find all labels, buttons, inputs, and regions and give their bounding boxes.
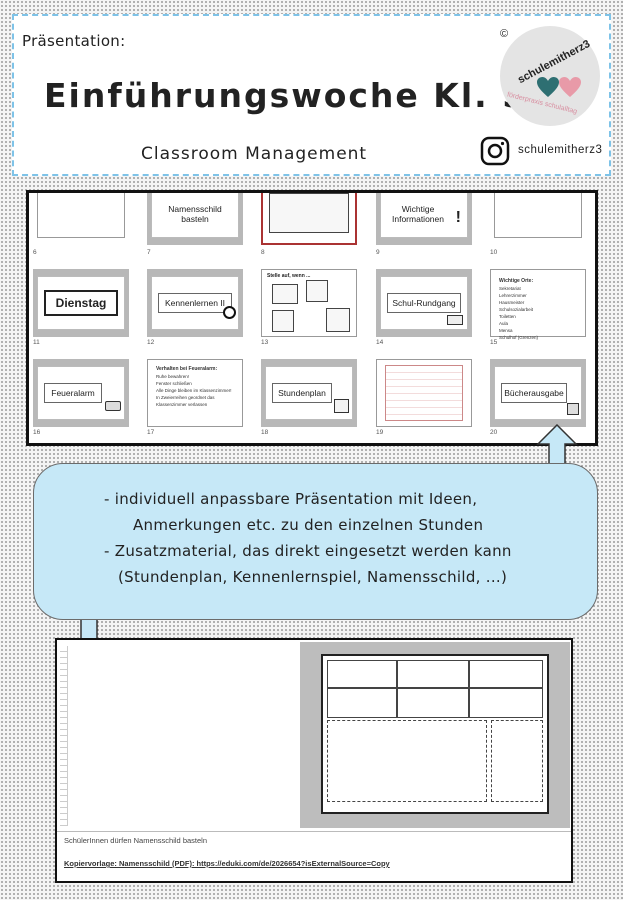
slide-title: Stelle auf, wenn ... bbox=[267, 273, 311, 279]
slide-thumbnail[interactable]: Namensschild basteln bbox=[147, 193, 243, 245]
slide-number: 8 bbox=[261, 249, 265, 256]
slide-number: 9 bbox=[376, 249, 380, 256]
slide-sorter-screenshot: 6 Namensschild basteln 7 8 Wichtige Info… bbox=[26, 190, 598, 446]
slide-number: 14 bbox=[376, 339, 384, 346]
brand-logo bbox=[500, 26, 600, 126]
page-subtitle: Classroom Management bbox=[141, 144, 368, 164]
slide-thumbnail[interactable]: Stelle auf, wenn ... bbox=[261, 269, 357, 337]
page-title: Einführungswoche Kl. 5 bbox=[44, 76, 528, 115]
slide-thumbnail[interactable]: Verhalten bei Feueralarm: Ruhe bewahren!… bbox=[147, 359, 243, 427]
heart-pink-icon bbox=[559, 77, 581, 97]
slide-number: 18 bbox=[261, 429, 269, 436]
slide-title: Wichtige Informationen bbox=[385, 200, 451, 228]
vertical-ruler bbox=[60, 646, 68, 826]
presentation-label: Präsentation: bbox=[22, 32, 126, 50]
slide-title: Feueralarm bbox=[44, 383, 102, 403]
slide-number: 6 bbox=[33, 249, 37, 256]
slide-title: Dienstag bbox=[44, 290, 118, 316]
slide-thumbnail[interactable]: Schul-Rundgang bbox=[376, 269, 472, 337]
divider bbox=[57, 831, 571, 832]
illustration bbox=[272, 310, 294, 332]
school-building-icon bbox=[447, 315, 463, 325]
slide-thumbnail[interactable] bbox=[33, 193, 129, 245]
circle-icon bbox=[223, 306, 236, 319]
feature-line-1: - individuell anpassbare Präsentation mi… bbox=[104, 490, 478, 508]
copyright-mark: © bbox=[500, 28, 509, 40]
slide-title: Stundenplan bbox=[272, 383, 332, 403]
feature-callout: - individuell anpassbare Präsentation mi… bbox=[33, 463, 598, 620]
slide-title: Namensschild basteln bbox=[158, 200, 232, 228]
slide-thumbnail[interactable]: Kennenlernen II bbox=[147, 269, 243, 337]
slide-thumbnail[interactable]: Dienstag bbox=[33, 269, 129, 337]
calendar-icon bbox=[334, 399, 349, 413]
timetable-preview bbox=[385, 365, 463, 421]
slide-number: 10 bbox=[490, 249, 498, 256]
slide-bullet-list: Wichtige Orte: Sekretariat Lehrerzimmer … bbox=[499, 278, 539, 340]
slide-number: 16 bbox=[33, 429, 41, 436]
slide-thumbnail-selected[interactable] bbox=[261, 193, 357, 245]
slide-number: 13 bbox=[261, 339, 269, 346]
template-link[interactable]: Kopiervorlage: Namensschild (PDF): https… bbox=[64, 859, 390, 868]
slide-thumbnail[interactable]: Bücherausgabe bbox=[490, 359, 586, 427]
slide-number: 15 bbox=[490, 339, 498, 346]
slide-title: Schul-Rundgang bbox=[387, 293, 461, 313]
name-tag-template bbox=[321, 654, 549, 814]
slide-number: 17 bbox=[147, 429, 155, 436]
slide-title: Bücherausgabe bbox=[501, 383, 567, 403]
slide-number: 11 bbox=[33, 339, 40, 346]
instagram-handle[interactable]: schulemitherz3 bbox=[518, 144, 603, 156]
slide-title: Kennenlernen II bbox=[158, 293, 232, 313]
illustration bbox=[272, 284, 298, 304]
slide-number: 12 bbox=[147, 339, 155, 346]
slide-bullet-list: Verhalten bei Feueralarm: Ruhe bewahren!… bbox=[156, 366, 232, 407]
slide-thumbnail[interactable]: Feueralarm bbox=[33, 359, 129, 427]
illustration bbox=[306, 280, 328, 302]
heart-teal-icon bbox=[537, 77, 559, 97]
feature-line-3: - Zusatzmaterial, das direkt eingesetzt … bbox=[104, 542, 512, 560]
slide-thumbnail[interactable] bbox=[376, 359, 472, 427]
exclamation-icon: ! bbox=[455, 209, 461, 226]
instagram-icon[interactable] bbox=[480, 136, 510, 166]
slide-number: 19 bbox=[376, 429, 384, 436]
slide-thumbnail[interactable]: Wichtige Informationen ! bbox=[376, 193, 472, 245]
illustration bbox=[326, 308, 350, 332]
slide-number: 7 bbox=[147, 249, 151, 256]
feature-line-2: Anmerkungen etc. zu den einzelnen Stunde… bbox=[133, 516, 484, 534]
slide-thumbnail[interactable]: Wichtige Orte: Sekretariat Lehrerzimmer … bbox=[490, 269, 586, 340]
fire-truck-icon bbox=[105, 401, 121, 411]
slide-thumbnail[interactable] bbox=[490, 193, 586, 245]
slide-number: 20 bbox=[490, 429, 498, 436]
feature-line-4: (Stundenplan, Kennenlernspiel, Namenssch… bbox=[118, 568, 508, 586]
slide-thumbnail[interactable]: Stundenplan bbox=[261, 359, 357, 427]
header-card: Präsentation: Einführungswoche Kl. 5 Cla… bbox=[12, 14, 611, 176]
books-icon bbox=[567, 403, 579, 415]
notes-view-screenshot: SchülerInnen dürfen Namensschild basteln… bbox=[55, 638, 573, 883]
speaker-notes-text[interactable]: SchülerInnen dürfen Namensschild basteln bbox=[64, 836, 208, 845]
